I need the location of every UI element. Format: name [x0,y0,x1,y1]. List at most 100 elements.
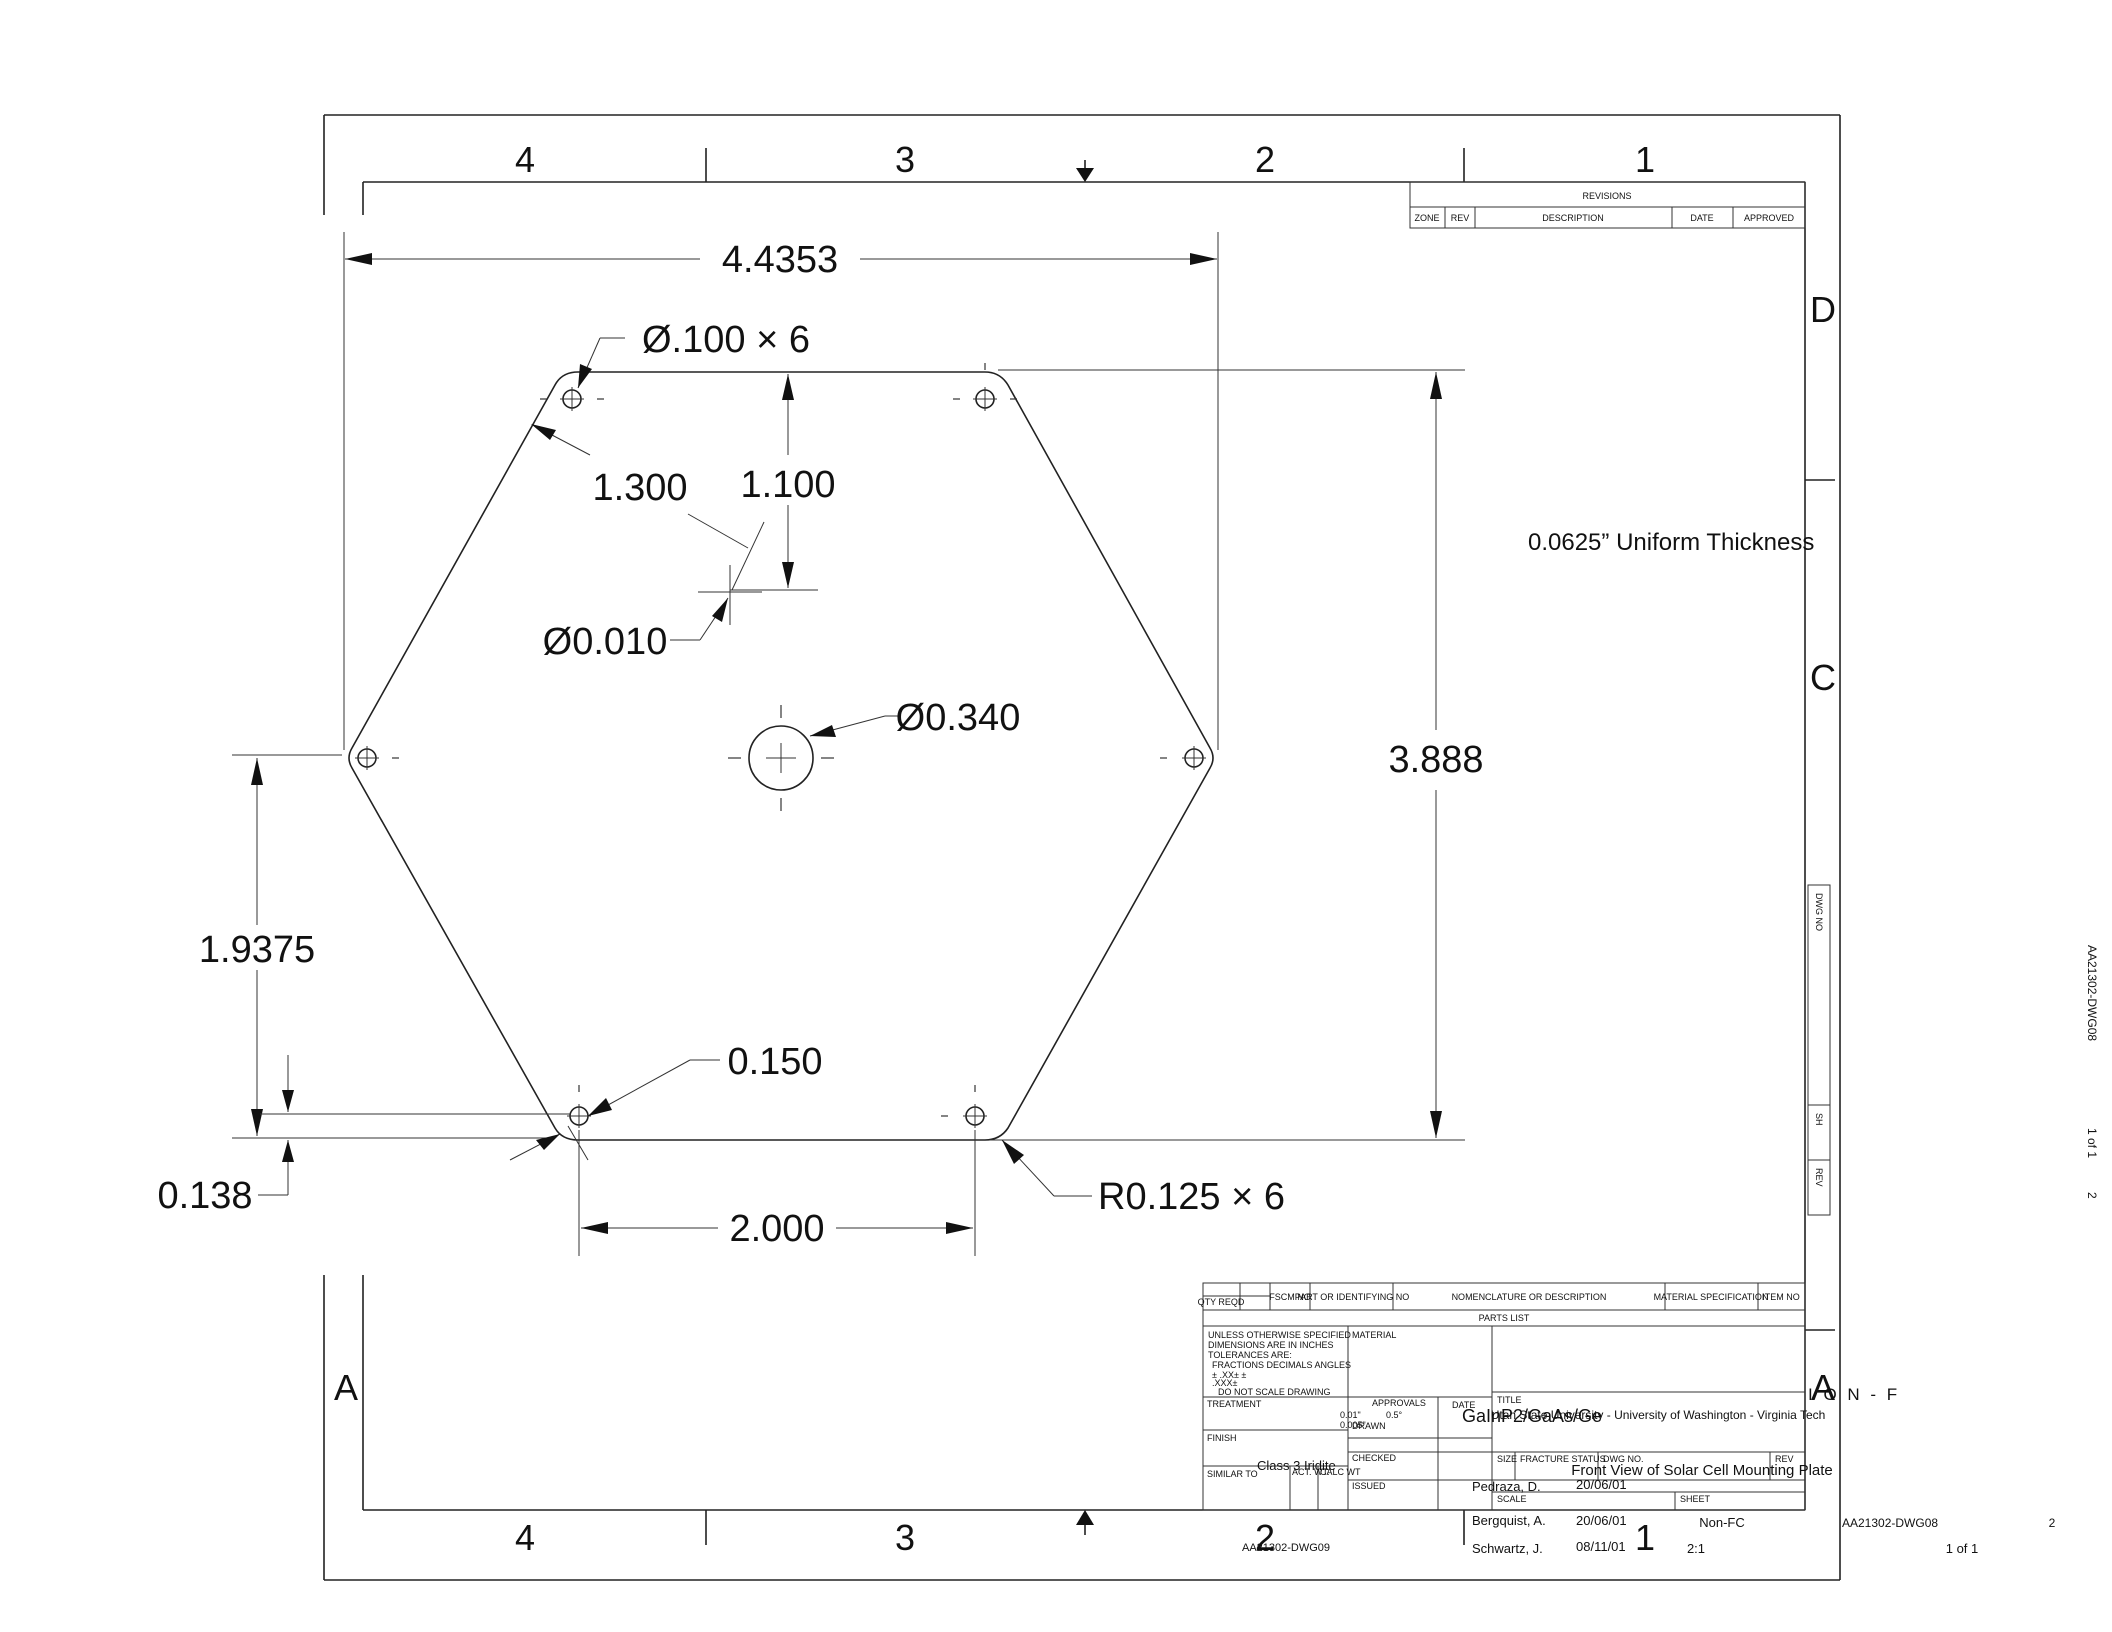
dim-hole-callout: Ø.100 × 6 [642,319,810,361]
dim-center-hole: Ø0.340 [896,697,1021,739]
drawn-label: DRAWN [1352,1421,1386,1431]
dim-point-dia: Ø0.010 [543,621,668,663]
tolerance-line-4: FRACTIONS DECIMALS ANGLES [1212,1360,1351,1370]
revisions-description-header: DESCRIPTION [1542,213,1604,223]
dwg-no-label: DWG NO. [1603,1454,1644,1464]
dimension-lines [232,232,1465,1256]
tolerance-line-3: TOLERANCES ARE: [1208,1350,1292,1360]
zone-col-1-top: 1 [1635,139,1655,180]
rotated-sheet-number: 1 of 1 [2085,1128,2099,1158]
title-label: TITLE [1497,1395,1522,1405]
zone-col-2-bottom: 2 [1255,1517,1275,1558]
issued-date-value: 08/11/01 [1576,1539,1626,1554]
zone-col-2-top: 2 [1255,139,1275,180]
zone-col-3-bottom: 3 [895,1517,915,1558]
zone-col-3-top: 3 [895,139,915,180]
checked-by-value: Bergquist, A. [1472,1513,1546,1528]
dim-overall-width: 4.4353 [722,239,838,281]
side-strip: DWG NO SH REV [1807,884,1831,1216]
parts-list: QTY REQD FSCM NO PART OR IDENTIFYING NO … [1198,1282,1806,1327]
fracture-status-label: FRACTURE STATUS [1520,1454,1606,1464]
dim-overall-height: 3.888 [1388,739,1483,781]
tolerance-line-5: ± .XX± ± [1212,1370,1246,1380]
parts-fscm-header: FSCM NO [1269,1292,1311,1302]
revisions-rev-header: REV [1451,213,1470,223]
parts-qty-header: QTY REQD [1198,1297,1245,1307]
hole-top-left [540,387,604,411]
org-value: I O N - F [1808,1385,1900,1404]
dim-edge-offset: 1.300 [592,467,687,509]
material-label: MATERIAL [1352,1330,1396,1340]
parts-part-header: PART OR IDENTIFYING NO [1295,1292,1410,1302]
size-label: SIZE [1497,1454,1517,1464]
dim-corner-radius: R0.125 × 6 [1098,1176,1285,1218]
parts-item-header: ITEM NO [1762,1292,1800,1302]
parts-material-header: MATERIAL SPECIFICATION [1654,1292,1769,1302]
zone-col-4-top: 4 [515,139,535,180]
drawn-by-value: Pedraza, D. [1472,1479,1541,1494]
zone-col-4-bottom: 4 [515,1517,535,1558]
dim-half-height: 1.9375 [199,929,315,971]
zone-row-d: D [1810,289,1836,330]
tolerance-decimal: 0.01" [1340,1410,1361,1420]
issued-label: ISSUED [1352,1481,1386,1491]
finish-label: FINISH [1207,1433,1237,1443]
zone-col-1-bottom: 1 [1635,1517,1655,1558]
similar-to-label: SIMILAR TO [1207,1469,1258,1479]
material-value: GaInP2/GaAs/Ge [1462,1406,1602,1426]
approvals-label: APPROVALS [1372,1398,1426,1408]
center-mark-bottom-icon [1076,1510,1094,1525]
finish-value: Class 3 Iridite [1257,1458,1336,1473]
sheet-label: SHEET [1680,1494,1711,1504]
hole-left [355,746,399,770]
center-mark-top-icon [1076,168,1094,182]
fracture-status-value: Non-FC [1699,1515,1745,1530]
mounting-plate-outline [348,371,1214,1141]
title-value: Front View of Solar Cell Mounting Plate [1571,1462,1833,1479]
rotated-rev: 2 [2085,1192,2099,1199]
treatment-label: TREATMENT [1207,1399,1262,1409]
tolerance-line-2: DIMENSIONS ARE IN INCHES [1208,1340,1334,1350]
revisions-approved-header: APPROVED [1744,213,1795,223]
locating-point [698,565,762,625]
scale-value: 2:1 [1687,1541,1705,1556]
thickness-note: 0.0625” Uniform Thickness [1528,529,1814,556]
revisions-block: REVISIONS ZONE REV DESCRIPTION DATE APPR… [1409,181,1806,229]
sheet-border [323,114,1841,1581]
tolerance-line-6: .XXX± [1212,1378,1238,1388]
dim-bottom-offset: 0.138 [157,1175,252,1217]
dim-vertical-offset: 1.100 [740,464,835,506]
scale-label: SCALE [1497,1494,1527,1504]
mounting-holes [355,363,1206,1128]
universities-value: Utah State University - University of Wa… [1491,1408,1826,1422]
rotated-dwg-number: AA21302-DWG08 [2085,945,2099,1041]
hole-top-right [953,363,1017,411]
checked-label: CHECKED [1352,1453,1397,1463]
issued-by-value: Schwartz, J. [1472,1541,1543,1556]
rev-value: 2 [2049,1516,2056,1530]
zone-row-a-left: A [334,1367,358,1408]
tolerance-decimal-2: 0.005" [1340,1420,1366,1430]
hole-right [1160,746,1206,770]
tolerance-line-1: UNLESS OTHERWISE SPECIFIED [1208,1330,1351,1340]
revisions-zone-header: ZONE [1414,213,1439,223]
side-rev-label: REV [1814,1168,1824,1187]
revisions-title: REVISIONS [1582,191,1631,201]
title-block: UNLESS OTHERWISE SPECIFIED DIMENSIONS AR… [1202,1325,2056,1556]
parts-list-caption: PARTS LIST [1479,1313,1530,1323]
act-wt-label: ACT. WT. [1292,1467,1330,1477]
revisions-date-header: DATE [1690,213,1713,223]
tolerance-angle: 0.5° [1386,1410,1403,1420]
drawn-date-value: 20/06/01 [1576,1477,1627,1492]
side-dwg-no-label: DWG NO [1814,893,1824,931]
checked-date-value: 20/06/01 [1576,1513,1627,1528]
parts-nomenclature-header: NOMENCLATURE OR DESCRIPTION [1452,1292,1607,1302]
dim-hole-offset: 0.150 [727,1041,822,1083]
similar-to-value: AA21302-DWG09 [1242,1542,1330,1554]
date-label: DATE [1452,1400,1475,1410]
sheet-value: 1 of 1 [1946,1541,1979,1556]
hole-bottom-left [567,1085,591,1128]
calc-wt-label: CALC WT [1320,1467,1361,1477]
center-hole [728,705,834,811]
rev-label: REV [1775,1454,1794,1464]
